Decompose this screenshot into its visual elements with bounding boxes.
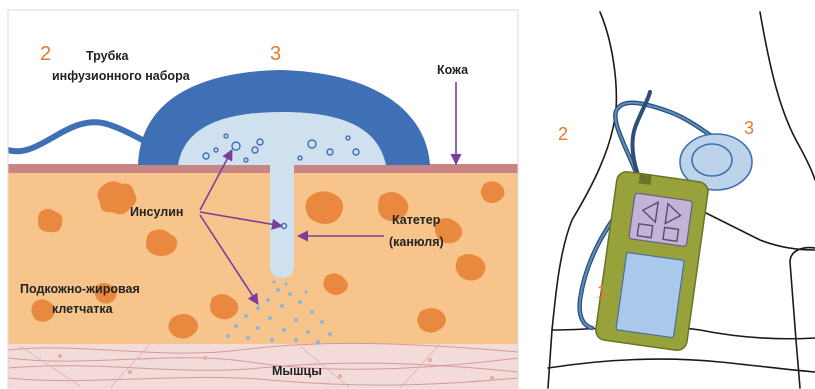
fat-label-line2: клетчатка: [52, 302, 114, 316]
pump-panel: 2 3 1: [548, 12, 815, 388]
catheter-label-line1: Катетер: [392, 213, 441, 227]
insulin-pump: [594, 170, 709, 351]
fat-label-line1: Подкожно-жировая: [20, 282, 140, 296]
pump-screen: [616, 252, 684, 337]
insulin-label: Инсулин: [130, 205, 183, 219]
tube-marker-left: 2: [40, 43, 51, 65]
patch-marker-left: 3: [270, 43, 281, 65]
cannula: [270, 165, 294, 278]
cross-section-panel: 2 Трубка инфузионного набора 3 Кожа Инсу…: [8, 10, 518, 388]
skin-label: Кожа: [437, 63, 469, 77]
pump-keypad: [629, 193, 693, 247]
tube-label-line2: инфузионного набора: [52, 69, 191, 83]
tube-label-line1: Трубка: [86, 49, 130, 63]
tube-marker-right: 2: [558, 124, 568, 144]
pump-marker: 1: [597, 282, 607, 302]
patch-marker-right: 3: [744, 118, 754, 138]
muscle-label: Мышцы: [272, 364, 322, 378]
catheter-label-line2: (канюля): [389, 235, 444, 249]
muscle-layer: [8, 343, 518, 388]
skin-layer: [8, 164, 518, 173]
